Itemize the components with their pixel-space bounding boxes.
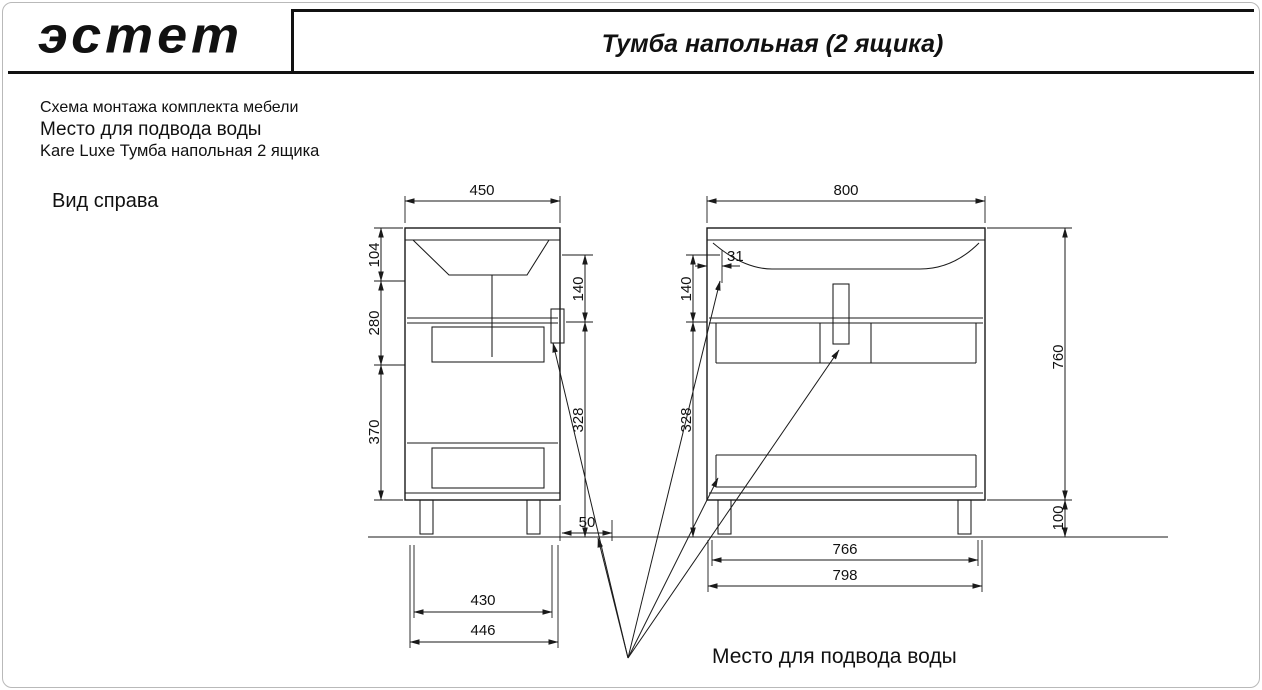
dim-front-140: 140	[678, 276, 695, 301]
dim-front-766: 766	[832, 541, 857, 558]
front-siphon-slot	[832, 283, 850, 345]
dim-side-370: 370	[366, 419, 383, 444]
note-scheme: Схема монтажа комплекта мебели	[40, 99, 299, 116]
water-supply-leaders: Место для подвода воды	[552, 280, 957, 668]
dim-side-446: 446	[470, 622, 495, 639]
front-basin-profile	[712, 242, 980, 270]
dim-front-31: 31	[727, 248, 744, 265]
header-top-line	[291, 9, 1254, 12]
front-left-leg	[717, 499, 732, 535]
view-label: Вид справа	[52, 190, 159, 212]
front-view	[706, 227, 986, 535]
note-water: Место для подвода воды	[40, 118, 262, 140]
side-basin-profile	[412, 239, 550, 276]
water-supply-label: Место для подвода воды	[712, 645, 957, 668]
side-water-block	[550, 308, 565, 344]
front-right-leg	[957, 499, 972, 535]
side-back-leg	[526, 499, 541, 535]
brand-logo: эсmem	[38, 6, 244, 64]
page-title: Тумба напольная (2 ящика)	[601, 30, 944, 58]
dim-side-328: 328	[570, 407, 587, 432]
side-lower-drawer	[431, 447, 545, 489]
dim-front-798: 798	[832, 567, 857, 584]
side-cabinet-outline	[404, 227, 561, 501]
dim-side-width-top: 450	[469, 182, 494, 199]
dim-side-104: 104	[366, 242, 383, 267]
side-upper-drawer	[431, 326, 545, 363]
side-view-dimensions: 450 104 280 370 140 328 50 430 446	[366, 182, 613, 648]
note-model: Kare Luxe Тумба напольная 2 ящика	[40, 141, 320, 160]
front-view-dimensions: 800 31 140 328 760 100 766 798	[678, 182, 1072, 592]
dim-side-430: 430	[470, 592, 495, 609]
dim-side-50: 50	[579, 514, 596, 531]
header-divider	[291, 9, 294, 73]
dim-side-280: 280	[366, 310, 383, 335]
dim-front-760: 760	[1050, 344, 1067, 369]
side-view	[404, 227, 565, 535]
dim-front-100: 100	[1050, 505, 1067, 530]
dim-side-140: 140	[570, 276, 587, 301]
header-underline	[8, 71, 1254, 74]
notes-block: Схема монтажа комплекта мебели Место для…	[40, 98, 319, 161]
dim-front-width-top: 800	[833, 182, 858, 199]
side-front-leg	[419, 499, 434, 535]
front-cabinet-outline	[706, 227, 986, 501]
